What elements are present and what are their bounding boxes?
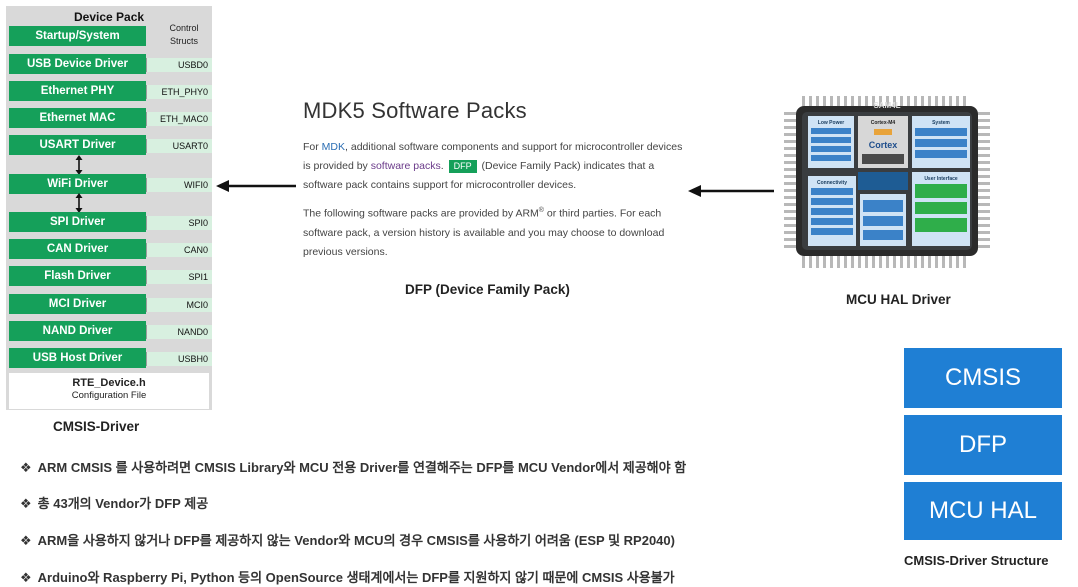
driver-label: USB Host Driver — [9, 348, 146, 368]
driver-code: NAND0 — [146, 325, 212, 339]
driver-label: MCI Driver — [9, 294, 146, 314]
driver-label: CAN Driver — [9, 239, 146, 259]
driver-label: USB Device Driver — [9, 54, 146, 74]
arrow-left-icon — [688, 185, 774, 197]
driver-code: ETH_MAC0 — [146, 112, 212, 126]
driver-label: NAND Driver — [9, 321, 146, 341]
arrow-left-icon — [216, 180, 296, 192]
structure-caption: CMSIS-Driver Structure — [904, 553, 1049, 568]
structure-box-cmsis: CMSIS — [904, 348, 1062, 408]
mdk5-paragraph-2: The following software packs are provide… — [303, 207, 665, 258]
svg-text:Connectivity: Connectivity — [817, 180, 847, 186]
svg-text:User Interface: User Interface — [924, 176, 958, 182]
mcu-hal-driver-caption: MCU HAL Driver — [846, 292, 951, 307]
driver-label: Flash Driver — [9, 266, 146, 286]
startup-system-block: Startup/System — [9, 26, 146, 46]
dfp-badge: DFP — [448, 160, 477, 173]
driver-row-usart: USART Driver USART0 — [9, 135, 212, 155]
driver-code: CAN0 — [146, 243, 212, 257]
double-arrow-icon — [75, 193, 83, 213]
driver-row-usb-device: USB Device Driver USBD0 — [9, 54, 212, 74]
driver-row-spi: SPI Driver SPI0 — [9, 212, 212, 232]
driver-row-nand: NAND Driver NAND0 — [9, 321, 212, 341]
driver-row-ethernet-mac: Ethernet MAC ETH_MAC0 — [9, 108, 212, 128]
mdk5-software-packs-excerpt: MDK5 Software Packs For MDK, additional … — [303, 98, 683, 262]
structure-box-mcu-hal: MCU HAL — [904, 482, 1062, 540]
bullet-item: ❖ARM CMSIS 를 사용하려면 CMSIS Library와 MCU 전용… — [20, 460, 687, 475]
diamond-bullet-icon: ❖ — [20, 533, 32, 548]
driver-code: ETH_PHY0 — [146, 85, 212, 99]
driver-code: USBD0 — [146, 58, 212, 72]
driver-label: WiFi Driver — [9, 174, 146, 194]
driver-code: SPI1 — [146, 270, 212, 284]
svg-text:Cortex: Cortex — [869, 140, 898, 150]
driver-code: USART0 — [146, 139, 212, 153]
chip-name: SAM4L — [873, 101, 900, 110]
driver-label: Ethernet MAC — [9, 108, 146, 128]
mdk-link[interactable]: MDK — [321, 141, 346, 153]
driver-code: USBH0 — [146, 352, 212, 366]
mdk5-paragraph-1: For MDK, additional software components … — [303, 141, 683, 191]
driver-row-wifi: WiFi Driver WIFI0 — [9, 174, 212, 194]
rte-subtitle: Configuration File — [71, 390, 147, 401]
control-structs-label: Control Structs — [169, 23, 199, 46]
svg-text:System: System — [932, 120, 950, 126]
diamond-bullet-icon: ❖ — [20, 460, 32, 475]
structure-box-dfp: DFP — [904, 415, 1062, 475]
driver-row-can: CAN Driver CAN0 — [9, 239, 212, 259]
dfp-caption: DFP (Device Family Pack) — [405, 282, 570, 297]
driver-label: Ethernet PHY — [9, 81, 146, 101]
driver-code: SPI0 — [146, 216, 212, 230]
rte-title: RTE_Device.h — [72, 377, 146, 389]
double-arrow-icon — [75, 155, 83, 175]
cmsis-driver-caption: CMSIS-Driver — [53, 419, 140, 434]
bullet-item: ❖Arduino와 Raspberry Pi, Python 등의 OpenSo… — [20, 570, 675, 585]
driver-row-usb-host: USB Host Driver USBH0 — [9, 348, 212, 368]
diamond-bullet-icon: ❖ — [20, 496, 32, 511]
diamond-bullet-icon: ❖ — [20, 570, 32, 585]
driver-label: SPI Driver — [9, 212, 146, 232]
svg-text:Low Power: Low Power — [818, 120, 844, 126]
mcu-chip-image: SAM4L Low Power Cortex-M4 Cortex System … — [784, 96, 990, 268]
driver-row-ethernet-phy: Ethernet PHY ETH_PHY0 — [9, 81, 212, 101]
software-packs-link[interactable]: software packs — [370, 160, 441, 172]
bullet-item: ❖총 43개의 Vendor가 DFP 제공 — [20, 496, 209, 511]
device-pack-title: Device Pack — [74, 10, 145, 24]
bullet-item: ❖ARM을 사용하지 않거나 DFP를 제공하지 않는 Vendor와 MCU의… — [20, 533, 675, 548]
startup-system-row: Startup/System — [9, 26, 212, 46]
mdk5-title: MDK5 Software Packs — [303, 98, 527, 123]
driver-label: USART Driver — [9, 135, 146, 155]
device-pack-panel: Device Pack Control Structs Startup/Syst… — [6, 6, 212, 410]
svg-text:Cortex-M4: Cortex-M4 — [871, 120, 896, 126]
rte-device-config-block: RTE_Device.h Configuration File — [9, 373, 209, 409]
driver-code: MCI0 — [146, 298, 212, 312]
driver-row-mci: MCI Driver MCI0 — [9, 294, 212, 314]
driver-code: WIFI0 — [146, 178, 212, 192]
driver-row-flash: Flash Driver SPI1 — [9, 266, 212, 286]
